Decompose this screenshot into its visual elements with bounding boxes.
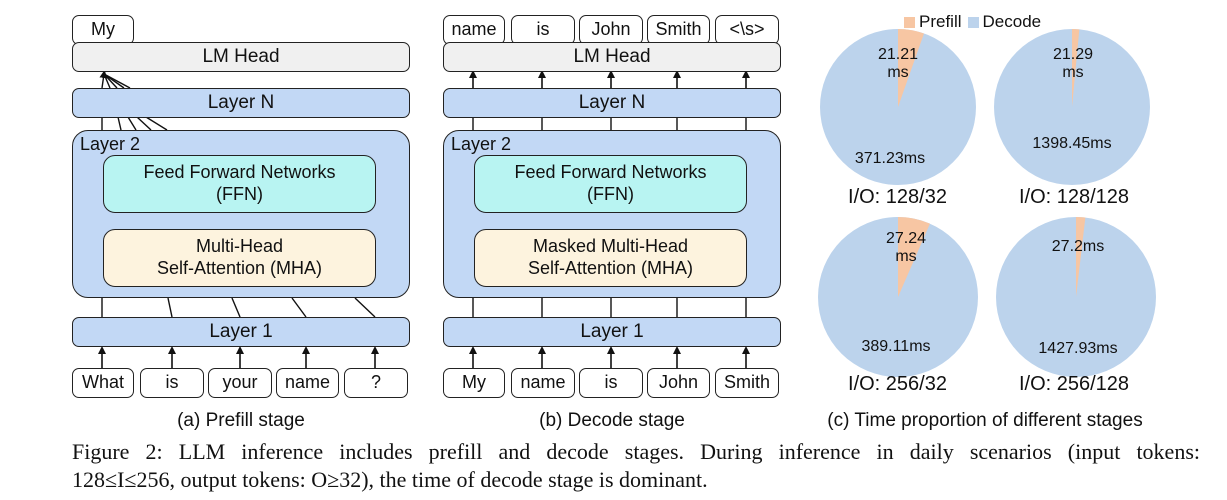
prefill-ffn-block: Feed Forward Networks (FFN)	[103, 155, 376, 213]
time-proportion-subcaption: (c) Time proportion of different stages	[827, 410, 1143, 431]
decode-layer2-to-layerN-lines	[472, 117, 747, 130]
prefill-input-token: is	[140, 368, 204, 398]
pie-1-decode-label: 371.23ms	[854, 150, 926, 167]
pie-4-prefill-label: 27.2ms	[1028, 238, 1128, 256]
mha-subtitle: Self-Attention (MHA)	[527, 258, 694, 278]
decode-input-token: Smith	[715, 368, 779, 398]
pie-3-prefill-slice	[898, 217, 930, 297]
figure-caption: Figure 2: LLM inference includes prefill…	[72, 438, 1200, 494]
pie-3	[818, 217, 978, 377]
prefill-layerN-to-lmhead-arrows	[99, 70, 131, 89]
pie-4-prefill-value: 27.2ms	[1051, 238, 1105, 255]
prefill-input-token: What	[72, 368, 134, 398]
legend-swatch-prefill	[904, 16, 915, 28]
pie-1-title: I/O: 128/32	[848, 186, 947, 208]
pie-2-prefill-value: 21.29	[1052, 46, 1094, 63]
prefill-subcaption: (a) Prefill stage	[177, 410, 305, 431]
prefill-layer2-to-layerN-lines	[101, 116, 168, 131]
ffn-title: Feed Forward Networks	[514, 162, 707, 183]
decode-ffn-block: Feed Forward Networks (FFN)	[474, 155, 747, 213]
pie-4-prefill-slice	[1076, 217, 1086, 297]
pie-4-decode-label: 1427.93ms	[1038, 340, 1118, 357]
caption-line-2: 128≤I≤256, output tokens: O≥32), the tim…	[72, 467, 708, 492]
pie-2-prefill-label: 21.29 ms	[1043, 46, 1103, 83]
prefill-input-token: your	[208, 368, 272, 398]
prefill-layer-2: Layer 2 Feed Forward Networks (FFN) Mult…	[72, 130, 410, 298]
ffn-abbrev: (FFN)	[216, 184, 263, 204]
decode-layer-2-label: Layer 2	[451, 134, 512, 154]
decode-layerN-to-lmhead-arrows	[469, 70, 750, 88]
pie-1-prefill-unit: ms	[887, 64, 909, 82]
prefill-layer1-to-layer2-lines	[101, 297, 376, 318]
prefill-layer-2-label: Layer 2	[80, 134, 141, 154]
prefill-input-token: ?	[344, 368, 408, 398]
pie-3-prefill-unit: ms	[895, 248, 917, 266]
pie-4	[996, 217, 1156, 377]
legend-swatch-decode	[967, 16, 979, 28]
pie-1	[820, 29, 976, 185]
pie-2-title: I/O: 128/128	[1018, 186, 1130, 208]
prefill-output-token: My	[72, 15, 134, 45]
chart-legend: Prefill Decode	[904, 12, 1041, 32]
decode-input-token: My	[443, 368, 505, 398]
legend-label-decode: Decode	[982, 12, 1042, 31]
pie-2	[994, 29, 1150, 185]
prefill-mha-block: Multi-Head Self-Attention (MHA)	[103, 229, 376, 287]
ffn-title: Feed Forward Networks	[143, 162, 336, 183]
pie-2-prefill-unit: ms	[1062, 64, 1084, 82]
decode-layer-n: Layer N	[443, 88, 781, 118]
decode-input-token: John	[647, 368, 710, 398]
prefill-layer-1: Layer 1	[72, 317, 410, 347]
legend-label-prefill: Prefill	[919, 12, 962, 31]
mha-title: Masked Multi-Head	[532, 236, 689, 257]
pie-3-decode-label: 389.11ms	[861, 338, 931, 355]
prefill-input-token: name	[276, 368, 339, 398]
pie-1-prefill-label: 21.21 ms	[868, 46, 928, 83]
ffn-abbrev: (FFN)	[587, 184, 634, 204]
prefill-input-arrows	[98, 346, 379, 368]
decode-lm-head: LM Head	[443, 42, 781, 72]
decode-masked-mha-block: Masked Multi-Head Self-Attention (MHA)	[474, 229, 747, 287]
decode-input-token: name	[511, 368, 575, 398]
mha-subtitle: Self-Attention (MHA)	[156, 258, 323, 278]
decode-input-arrows	[469, 346, 750, 368]
pie-1-prefill-slice	[898, 29, 924, 107]
prefill-layer-n: Layer N	[72, 88, 410, 118]
caption-line-1: Figure 2: LLM inference includes prefill…	[72, 439, 1200, 464]
pie-2-decode-label: 1398.45ms	[1032, 135, 1112, 152]
pie-2-prefill-slice	[1072, 29, 1080, 107]
decode-input-token: is	[579, 368, 643, 398]
pie-4-title: I/O: 256/128	[1018, 373, 1130, 395]
pie-1-prefill-value: 21.21	[877, 46, 919, 63]
mha-title: Multi-Head	[195, 236, 284, 257]
decode-output-token: is	[511, 15, 575, 45]
decode-layer-2: Layer 2 Feed Forward Networks (FFN) Mask…	[443, 130, 781, 298]
decode-layer1-to-layer2-lines	[472, 298, 747, 317]
pie-3-prefill-value: 27.24	[885, 230, 927, 247]
decode-layer-1: Layer 1	[443, 317, 781, 347]
pie-3-title: I/O: 256/32	[848, 373, 947, 395]
prefill-lm-head: LM Head	[72, 42, 410, 72]
decode-subcaption: (b) Decode stage	[539, 410, 685, 431]
pie-3-prefill-label: 27.24 ms	[876, 230, 936, 267]
